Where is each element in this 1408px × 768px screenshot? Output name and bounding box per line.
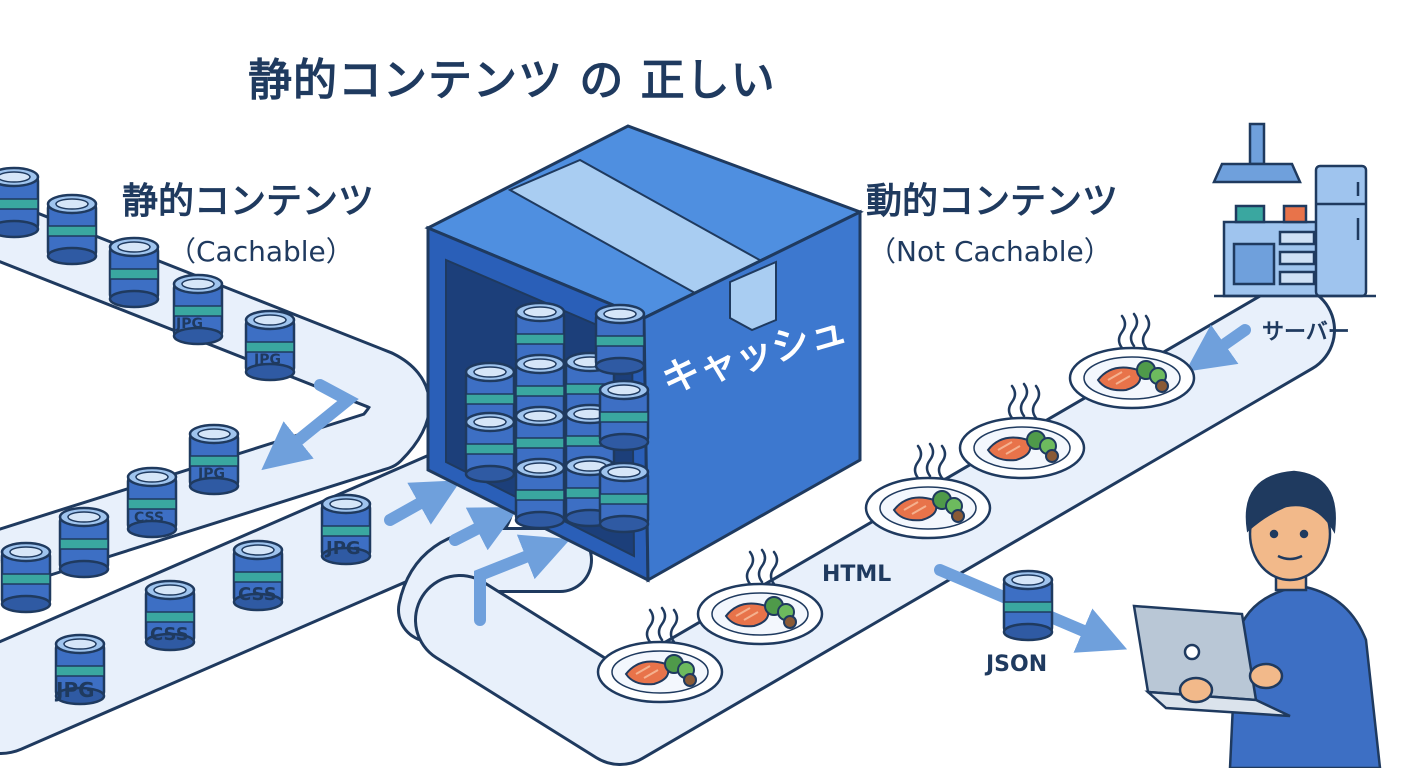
server-label: サーバー xyxy=(1262,320,1350,345)
kitchen-server xyxy=(1212,122,1376,298)
user-with-laptop xyxy=(1132,470,1382,768)
can-label: JPG xyxy=(198,466,225,482)
can-label: JPG xyxy=(326,538,361,559)
can-label: CSS xyxy=(134,510,165,526)
can-label: JPG xyxy=(176,316,203,332)
dynamic-content-subheading: （Not Cachable） xyxy=(868,235,1112,268)
static-content-subheading: （Cachable） xyxy=(168,235,354,268)
can-label: JPG xyxy=(254,352,281,368)
can-label: JPG xyxy=(56,678,95,702)
can-label: CSS xyxy=(150,624,189,645)
can-label: CSS xyxy=(238,584,277,605)
html-label: HTML xyxy=(822,562,892,587)
json-label: JSON xyxy=(986,652,1048,677)
dynamic-content-heading: 動的コンテンツ xyxy=(866,181,1119,222)
page-title: 静的コンテンツ の 正しい xyxy=(248,55,776,106)
static-content-heading: 静的コンテンツ xyxy=(122,181,375,222)
cache-box xyxy=(424,124,864,583)
json-can xyxy=(1002,569,1054,642)
